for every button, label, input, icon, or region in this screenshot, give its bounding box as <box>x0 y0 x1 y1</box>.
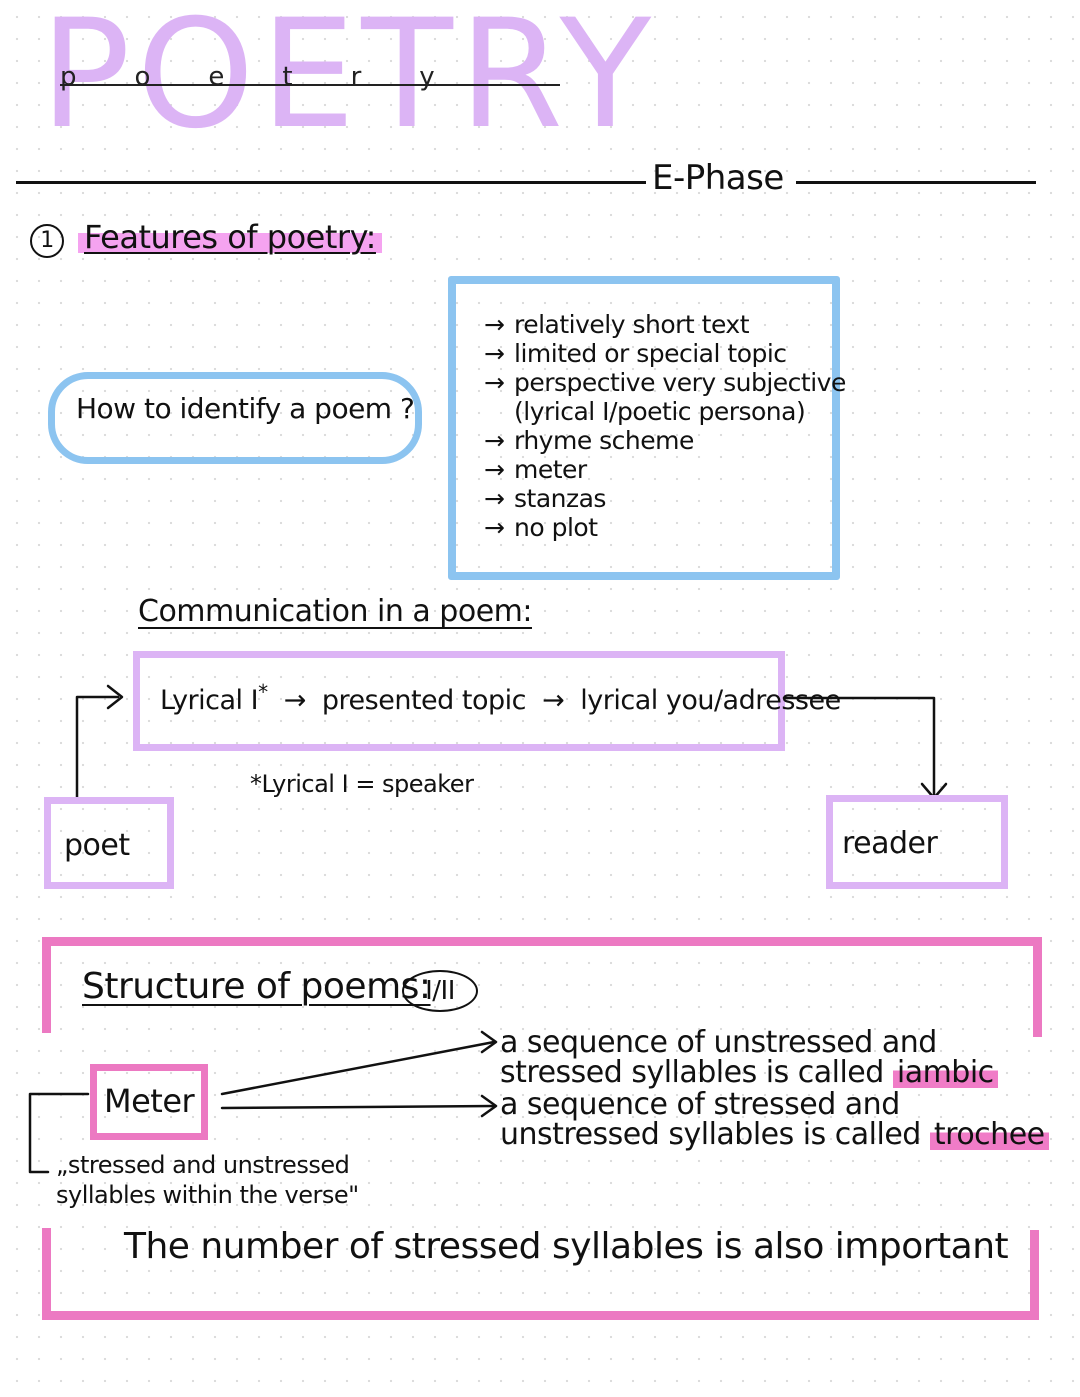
frame-bottom <box>44 1311 1038 1320</box>
structure-heading: Structure of poems: <box>82 966 431 1007</box>
arrow-head-icon <box>106 684 124 710</box>
meter-definition: „stressed and unstressed syllables withi… <box>56 1151 359 1209</box>
arrow-right-icon: → <box>484 455 505 484</box>
frame-left-bottom <box>42 1228 51 1320</box>
list-item: →no plot <box>484 513 598 542</box>
cloud-question: How to identify a poem ? <box>76 392 415 425</box>
arrow-right-icon: → <box>484 426 505 455</box>
list-item: →rhyme scheme <box>484 426 694 455</box>
divider-left <box>16 181 646 184</box>
frame-right-bottom <box>1030 1230 1039 1320</box>
sequence-text: a sequence of stressed and unstressed sy… <box>500 1087 921 1152</box>
communication-box <box>133 651 785 751</box>
frame-right-top <box>1033 937 1042 1037</box>
lyrical-i-label: Lyrical I <box>160 685 259 716</box>
footnote-speaker: *Lyrical I = speaker <box>250 770 474 798</box>
poet-connector-line <box>75 695 120 799</box>
frame-left-top <box>42 937 51 1033</box>
list-item: →perspective very subjective <box>484 368 846 397</box>
page-title: POETRY <box>40 0 658 162</box>
meter-to-seq1-line <box>220 1040 496 1096</box>
meter-connector-line <box>28 1092 90 1174</box>
asterisk: * <box>258 680 268 704</box>
summary-note: The number of stressed syllables is also… <box>124 1226 1009 1267</box>
arrow-right-icon: → <box>484 513 505 542</box>
sequence-trochee: a sequence of stressed and unstressed sy… <box>500 1087 1060 1152</box>
arrow-right-icon: → <box>484 339 505 368</box>
structure-tag: I/II <box>402 970 478 1012</box>
reader-connector-line <box>782 696 936 798</box>
section1-heading: Features of poetry: <box>78 218 382 256</box>
arrow-right-icon: → <box>283 685 307 716</box>
arrow-head-icon <box>480 1030 498 1054</box>
arrow-right-icon: → <box>542 685 565 716</box>
term-trochee: trochee <box>929 1117 1049 1152</box>
term-iambic: iambic <box>892 1055 998 1090</box>
handwritten-subtitle: poetry <box>60 62 493 92</box>
reader-box <box>826 795 1008 889</box>
arrow-right-icon: → <box>484 368 505 397</box>
reader-label: reader <box>842 826 938 861</box>
poet-box <box>44 797 174 889</box>
communication-flow: Lyrical I* → presented topic → lyrical y… <box>160 680 841 716</box>
list-item: →stanzas <box>484 484 606 513</box>
arrow-right-icon: → <box>484 310 505 339</box>
list-item: (lyrical I/poetic persona) <box>514 397 806 426</box>
poet-label: poet <box>64 828 130 863</box>
frame-top <box>42 937 1042 946</box>
phase-label: E-Phase <box>652 158 784 198</box>
question-cloud <box>48 372 422 464</box>
list-item: →limited or special topic <box>484 339 787 368</box>
section-number-badge: 1 <box>30 224 64 258</box>
meter-to-seq2-line <box>220 1104 496 1110</box>
title-strike-line <box>60 84 560 86</box>
list-item: →relatively short text <box>484 310 750 339</box>
sequence-iambic: a sequence of unstressed and stressed sy… <box>500 1025 1040 1090</box>
meter-box <box>90 1064 208 1140</box>
arrow-head-icon <box>480 1094 498 1118</box>
divider-right <box>796 181 1036 184</box>
communication-heading: Communication in a poem: <box>138 594 532 629</box>
meter-label: Meter <box>104 1082 195 1120</box>
list-item: →meter <box>484 455 587 484</box>
addressee-label: lyrical you/adressee <box>580 685 841 716</box>
topic-label: presented topic <box>321 685 527 716</box>
sequence-text: a sequence of unstressed and stressed sy… <box>500 1025 937 1090</box>
features-list: →relatively short text →limited or speci… <box>484 310 846 542</box>
arrow-right-icon: → <box>484 484 505 513</box>
features-box <box>448 276 840 580</box>
